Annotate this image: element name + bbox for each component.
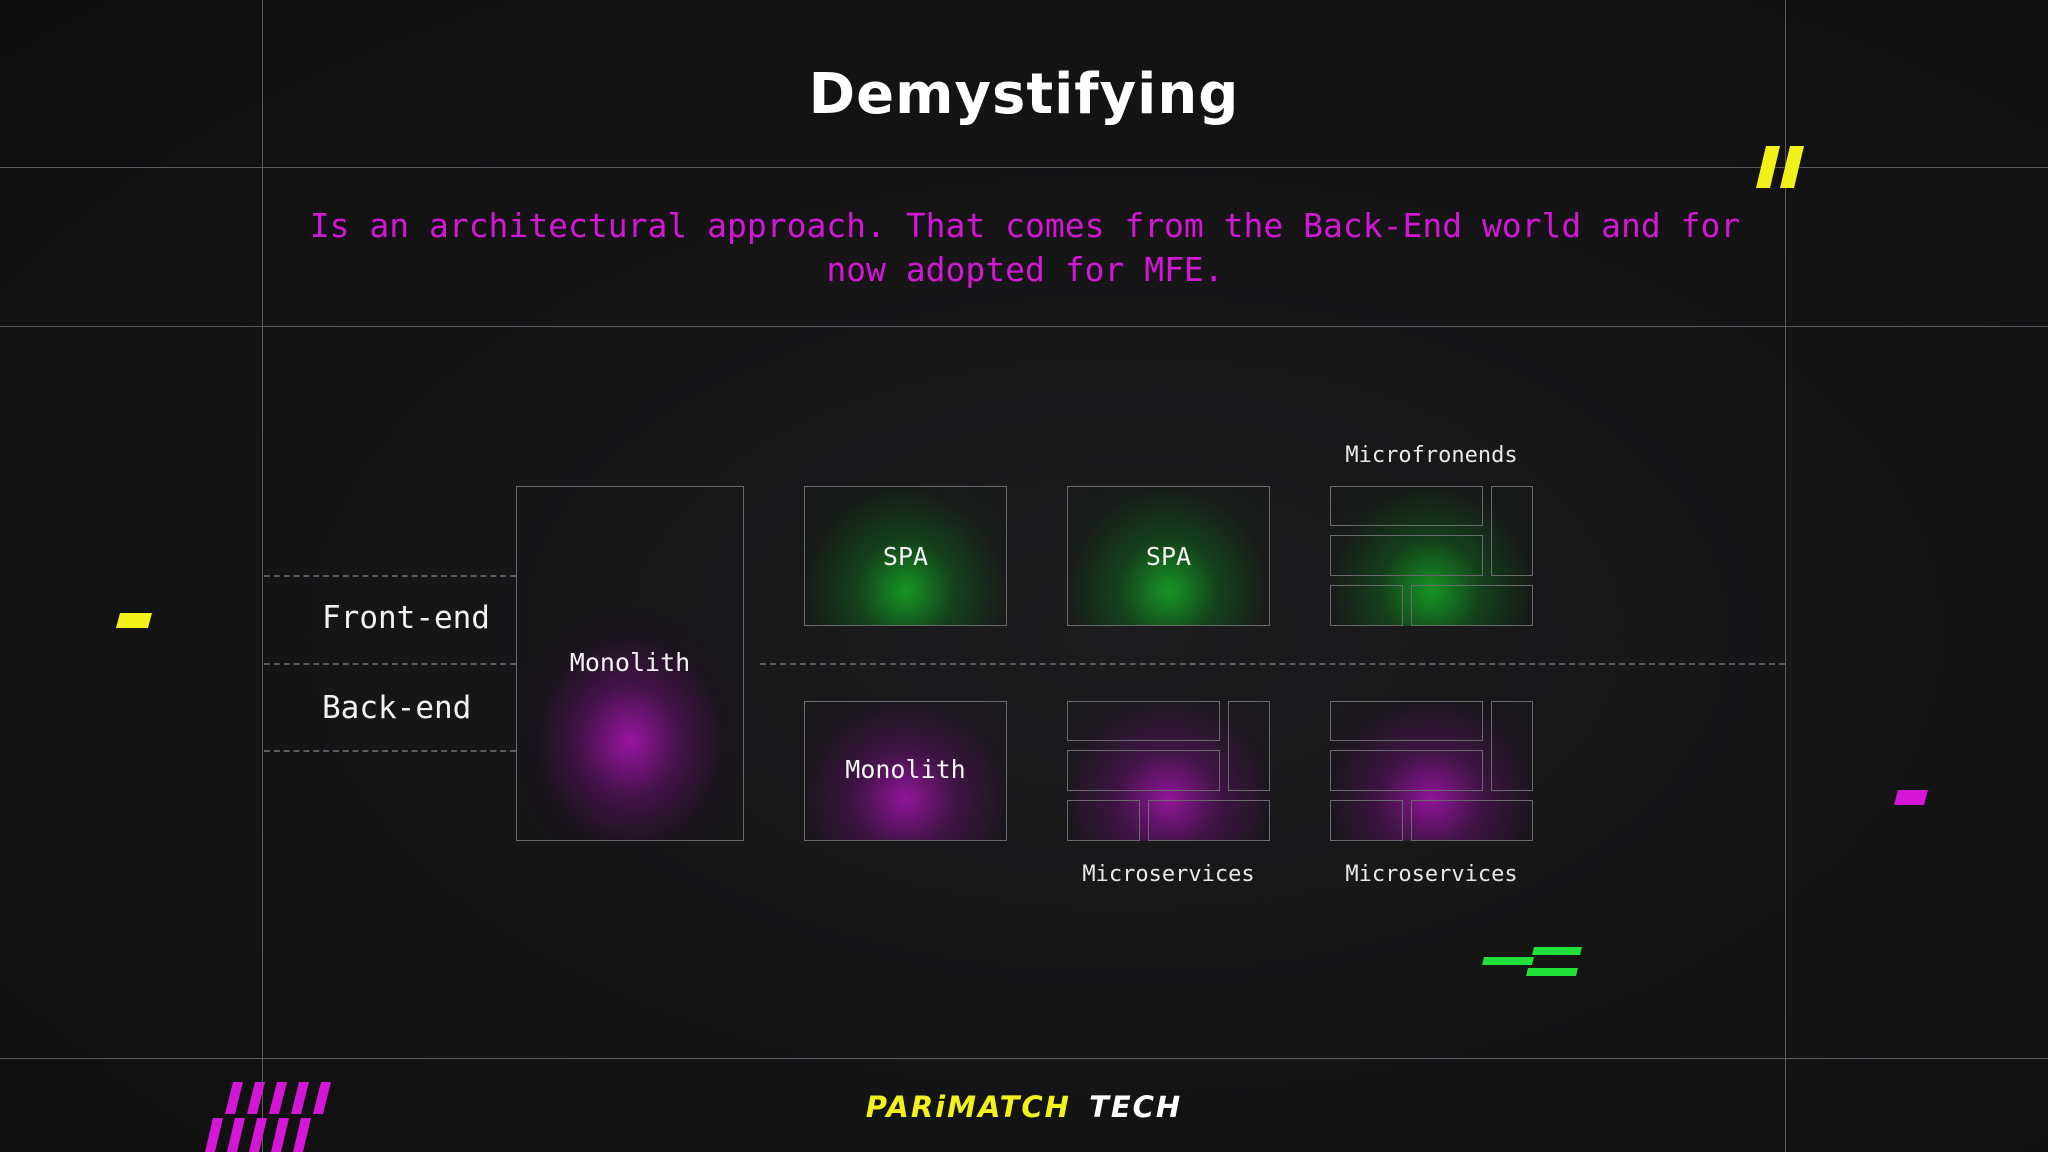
microservice-cell <box>1148 800 1270 841</box>
magenta-stripes-icon <box>205 1082 331 1152</box>
grid-line-footer <box>0 1058 2048 1059</box>
slide-subtitle: Is an architectural approach. That comes… <box>309 206 1741 289</box>
microfrontends-caption: Microfronends <box>1345 443 1518 468</box>
microservice-cell <box>1330 800 1403 841</box>
microfrontend-cell <box>1330 486 1483 526</box>
backend-label: Back-end <box>322 690 472 726</box>
microservice-cell <box>1411 800 1533 841</box>
microfrontend-cell <box>1411 585 1533 626</box>
microservice-cell <box>1330 701 1483 741</box>
microservice-cell <box>1228 701 1270 791</box>
frontend-backend-divider-left <box>264 663 516 665</box>
microfrontend-cell <box>1330 535 1483 576</box>
monolith-full-box: Monolith <box>516 486 744 841</box>
grid-line-header-bottom <box>0 326 2048 327</box>
microfrontend-cell <box>1330 585 1403 626</box>
yellow-dash-icon <box>116 613 152 628</box>
microservice-cell <box>1067 701 1220 741</box>
spa-label-2: SPA <box>1145 542 1192 571</box>
microfrontends-cluster <box>1330 486 1533 626</box>
microservices-caption-2: Microservices <box>1345 862 1518 887</box>
microservices-cluster-2 <box>1330 701 1533 841</box>
frontend-top-dashed-line <box>264 575 516 577</box>
slide-title: Demystifying <box>808 62 1240 127</box>
spa-box-2: SPA <box>1067 486 1270 626</box>
monolith-backend-label: Monolith <box>845 755 966 784</box>
magenta-dash-icon <box>1894 790 1928 805</box>
grid-line-right <box>1785 0 1786 1152</box>
microservices-caption-1: Microservices <box>1082 862 1255 887</box>
spa-label-1: SPA <box>882 542 929 571</box>
frontend-backend-divider-right <box>760 663 1785 665</box>
monolith-full-label: Monolith <box>569 648 691 677</box>
microfrontend-cell <box>1491 486 1533 576</box>
microservice-cell <box>1330 750 1483 791</box>
parimatch-tech-logo: PARiMATCH TECH <box>0 1090 2048 1124</box>
frontend-label: Front-end <box>322 600 490 636</box>
logo-text-tech: TECH <box>1089 1090 1183 1124</box>
backend-bottom-dashed-line <box>264 750 516 752</box>
microservice-cell <box>1067 750 1220 791</box>
grid-line-left <box>262 0 263 1152</box>
monolith-backend-box: Monolith <box>804 701 1007 841</box>
quote-mark-icon <box>1756 146 1804 188</box>
logo-text-parimatch: PARiMATCH <box>865 1090 1071 1124</box>
spa-box-1: SPA <box>804 486 1007 626</box>
grid-line-top <box>0 167 2048 168</box>
microservice-cell <box>1491 701 1533 791</box>
microservices-cluster-1 <box>1067 701 1270 841</box>
green-stripes-icon <box>1482 947 1582 976</box>
microservice-cell <box>1067 800 1140 841</box>
